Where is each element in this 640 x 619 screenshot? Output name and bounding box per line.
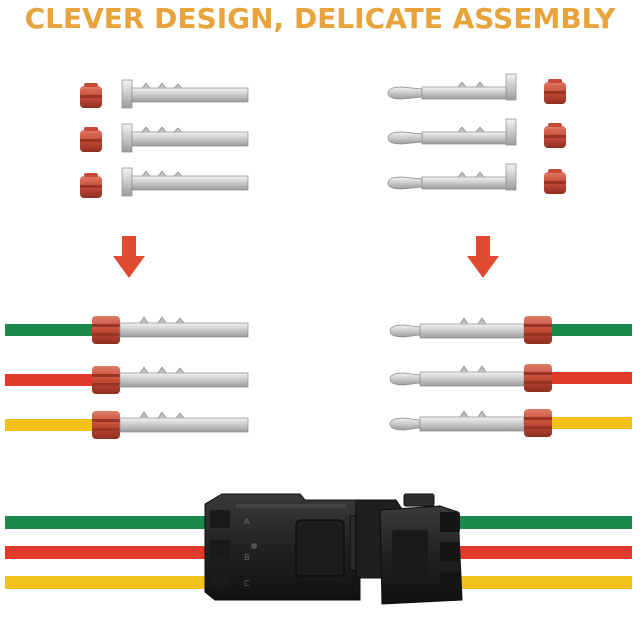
wire-red-left (5, 546, 210, 559)
seal (544, 79, 566, 104)
loose-seals-left (80, 83, 102, 198)
female-terminal (121, 79, 249, 109)
wire-red-male (389, 364, 632, 392)
loose-seals-right (544, 79, 566, 194)
wire-yellow-left (5, 576, 210, 589)
marking-c: C (244, 579, 250, 588)
wire-yellow-female (5, 411, 249, 439)
marking-a: A (244, 517, 250, 526)
wire-red-right (460, 546, 632, 559)
wired-female-terminals (5, 316, 249, 439)
female-terminal (121, 123, 249, 153)
wire-red-female (5, 366, 249, 394)
loose-female-terminals (121, 79, 249, 197)
male-terminal (387, 118, 517, 146)
marking-b: B (244, 553, 250, 562)
wire-green-left (5, 516, 210, 529)
wire-green-female (5, 316, 249, 344)
wire-yellow-male (389, 409, 632, 437)
seal (80, 127, 102, 152)
seal (544, 123, 566, 148)
page-title: CLEVER DESIGN, DELICATE ASSEMBLY (24, 2, 616, 35)
female-terminal (121, 167, 249, 197)
wired-male-terminals (389, 316, 632, 437)
down-arrow-icon (467, 236, 499, 278)
seal (544, 169, 566, 194)
seal (80, 173, 102, 198)
male-terminal (387, 73, 517, 101)
down-arrow-icon (113, 236, 145, 278)
assembled-connector: A B C (5, 493, 632, 605)
male-terminal (387, 163, 517, 191)
seal (80, 83, 102, 108)
wire-green-male (389, 316, 632, 344)
wire-yellow-right (460, 576, 632, 589)
wire-green-right (460, 516, 632, 529)
loose-male-terminals (387, 73, 517, 191)
